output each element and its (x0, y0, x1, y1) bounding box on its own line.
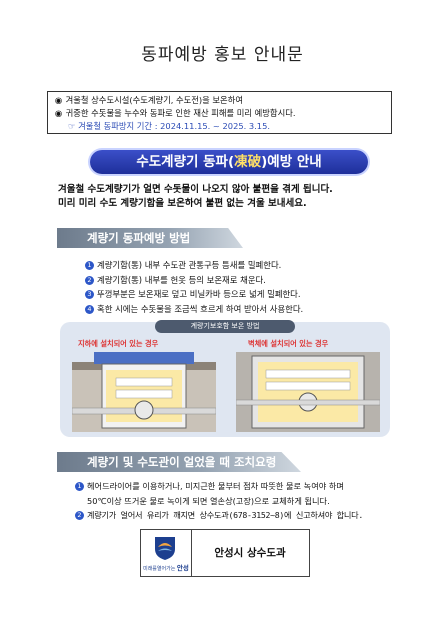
notice-line-1: ◉ 겨울철 상수도시설(수도계량기, 수도전)을 보온하여 (54, 94, 385, 107)
period-text: 겨울철 동파방지 기간 : 2024.11.15. ~ 2025. 3.15. (78, 121, 271, 131)
step-text: 혹한 시에는 수돗물을 조금씩 흐르게 하여 받아서 사용한다. (97, 303, 304, 314)
page-title: 동파예방 홍보 안내문 (141, 45, 304, 65)
logo-caption: 미래를열어가는 안성 (143, 562, 189, 572)
notice-line-2: ◉ 귀중한 수돗물을 누수와 동파로 인한 재산 피해를 미리 예방합시다. (54, 107, 385, 120)
measure-text: 계량기가 얼어서 유리가 깨지면 상수도과(678-3152~8)에 신고하셔야… (87, 510, 364, 520)
notice-box: ◉ 겨울철 상수도시설(수도계량기, 수도전)을 보온하여 ◉ 귀중한 수돗물을… (47, 91, 392, 134)
footer-signature: 미래를열어가는 안성 안성시 상수도과 (140, 529, 310, 577)
main-banner: 수도계량기 동파(凍破)예방 안내 (90, 150, 368, 174)
wall-meter-illustration (236, 352, 380, 432)
banner-accent: 凍破 (234, 154, 262, 170)
notice-text-2: 귀중한 수돗물을 누수와 동파로 인한 재산 피해를 미리 예방합시다. (65, 108, 296, 118)
step-number-icon: 4 (85, 304, 94, 314)
step-number-icon: 1 (75, 482, 84, 491)
wall-case-title: 벽체에 설치되어 있는 경우 (248, 339, 329, 348)
measure-text: 헤어드라이어를 이용하거나, 미지근한 물부터 점차 따뜻한 물로 녹여야 하며 (87, 481, 344, 491)
bullet-icon: ◉ (54, 108, 63, 118)
measure-text-cont: 50℃이상 뜨거운 물로 녹이게 되면 열손상(고장)으로 교체하게 됩니다. (87, 495, 330, 506)
step-text: 뚜껑부분은 보온재로 덮고 비닐카바 등으로 넓게 밀폐한다. (97, 289, 301, 299)
intro-line-2: 미리 미리 수도 계량기함을 보온하여 불편 없는 겨울 보내세요. (58, 198, 307, 209)
step-text: 계량기함(통) 내부를 헌옷 등의 보온재로 채운다. (97, 274, 266, 285)
department-name: 안성시 상수도과 (214, 547, 286, 559)
diagram-title: 계량기보호함 보온 방법 (155, 320, 295, 333)
anseong-logo-icon (155, 537, 175, 560)
banner-prefix: 수도계량기 동파( (136, 154, 235, 170)
step-number-icon: 2 (85, 275, 94, 285)
step-number-icon: 1 (85, 261, 94, 270)
section-heading-prevention: 계량기 동파예방 방법 (57, 228, 243, 248)
meter-insulation-diagram: 계량기보호함 보온 방법 지하에 설치되어 있는 경우 벽체에 설치되어 있는 … (60, 320, 390, 437)
step-number-icon: 2 (75, 511, 84, 520)
logo-name: 안성 (176, 564, 189, 572)
step-text: 계량기함(통) 내부 수도관 관통구등 틈새를 밀폐한다. (97, 260, 282, 270)
underground-case-title: 지하에 설치되어 있는 경우 (78, 339, 159, 348)
notice-period: ☞ 겨울철 동파방지 기간 : 2024.11.15. ~ 2025. 3.15… (54, 120, 385, 133)
logo-slogan: 미래를열어가는 (143, 566, 176, 572)
bullet-icon: ◉ (54, 95, 63, 105)
intro-text: 겨울철 수도계량기가 얼면 수돗물이 나오지 않아 불편을 겪게 됩니다. 미리… (58, 183, 398, 211)
notice-text-1: 겨울철 상수도시설(수도계량기, 수도전)을 보온하여 (65, 95, 243, 105)
banner-suffix: )예방 안내 (261, 154, 322, 170)
intro-line-1: 겨울철 수도계량기가 얼면 수돗물이 나오지 않아 불편을 겪게 됩니다. (58, 184, 333, 195)
section-heading-frozen-measures: 계량기 및 수도관이 얼었을 때 조치요령 (57, 452, 301, 472)
city-logo: 미래를열어가는 안성 (141, 530, 192, 576)
underground-meter-illustration (72, 352, 216, 432)
pointing-hand-icon: ☞ (68, 121, 76, 131)
step-number-icon: 3 (85, 290, 94, 299)
